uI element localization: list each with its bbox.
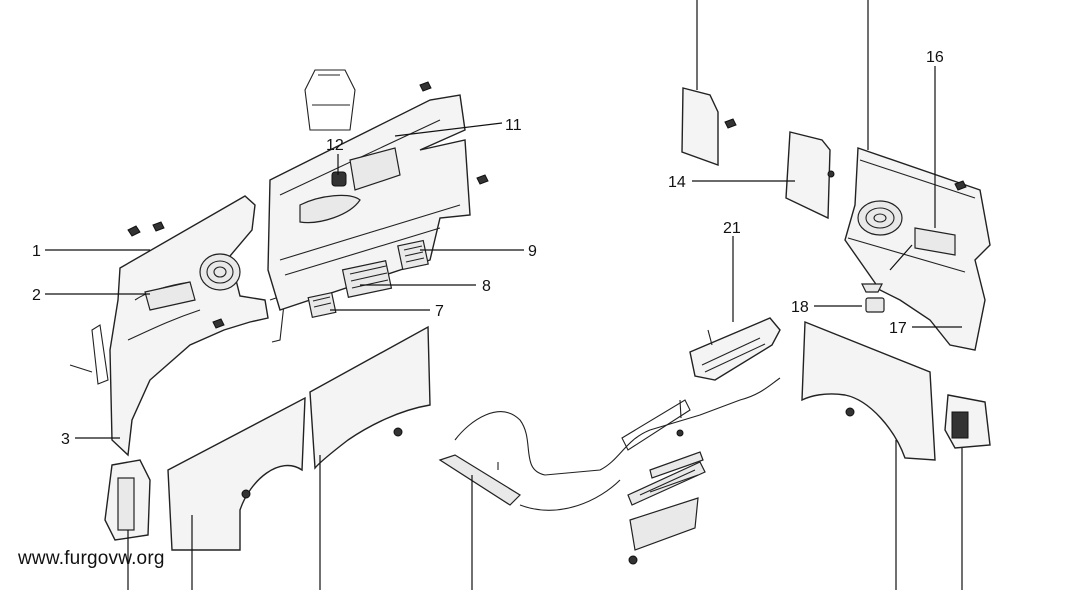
left-lower-side-panels <box>104 325 431 551</box>
callout-9: 9 <box>528 243 537 260</box>
callout-21: 21 <box>723 220 741 237</box>
grab-handle-21 <box>689 317 781 381</box>
vent-grille-9 <box>397 239 429 271</box>
upper-mounting-bracket <box>304 69 356 131</box>
step-plate <box>627 451 706 506</box>
clip <box>954 180 967 191</box>
center-storage-pocket <box>349 147 401 191</box>
clip <box>724 118 737 129</box>
vent-grille-7 <box>307 292 337 318</box>
right-grab-pocket <box>914 227 956 256</box>
center-cup-holder <box>331 171 347 187</box>
callout-14: 14 <box>668 174 686 191</box>
clip <box>127 225 141 237</box>
callout-1: 1 <box>32 243 41 260</box>
vent-grille-8 <box>341 260 393 298</box>
right-speaker-grille <box>857 200 903 236</box>
step-cover <box>629 497 699 551</box>
clip <box>476 174 489 185</box>
callout-2: 2 <box>32 287 41 304</box>
push-clip <box>676 429 684 437</box>
left-quarter-trim-panel <box>69 195 286 457</box>
clip <box>212 318 225 329</box>
part-18-cap <box>865 297 885 313</box>
callout-17: 17 <box>889 320 907 337</box>
left-speaker-grille <box>199 253 241 291</box>
upper-pillar-trim <box>681 87 719 166</box>
left-grab-pocket <box>144 281 196 311</box>
sill-strip <box>438 454 521 506</box>
pillar-trim-14 <box>681 87 835 220</box>
callout-3: 3 <box>61 431 70 448</box>
callout-12: 12 <box>326 137 344 154</box>
sill-bracket <box>621 399 691 451</box>
clip <box>152 221 165 232</box>
callout-18: 18 <box>791 299 809 316</box>
floor-and-sill <box>438 377 781 565</box>
lower-left-panel-b <box>309 325 431 470</box>
callout-8: 8 <box>482 278 491 295</box>
rear-center-trim-panel <box>267 69 489 318</box>
leader-lines <box>45 0 963 590</box>
push-clip <box>628 555 638 565</box>
lower-pillar-trim <box>785 131 831 220</box>
center-vent-recess <box>299 194 361 224</box>
push-clip <box>845 407 855 417</box>
right-pillar-vent <box>951 411 969 439</box>
callout-11: 11 <box>505 117 522 134</box>
right-quarter-trim-panel <box>844 147 991 351</box>
part-18-upper <box>861 283 883 293</box>
watermark-text: www.furgovw.org <box>18 548 165 569</box>
push-clip <box>827 170 835 178</box>
callout-labels: 1 2 3 7 8 9 11 12 14 16 17 18 21 <box>32 49 944 448</box>
push-clip <box>393 427 403 437</box>
push-clip <box>241 489 251 499</box>
callout-7: 7 <box>435 303 444 320</box>
callout-16: 16 <box>926 49 944 66</box>
clip <box>419 81 432 92</box>
lower-left-panel-a <box>167 396 306 551</box>
right-lower-side-panel <box>801 320 991 461</box>
pillar-trim-vent <box>117 477 135 531</box>
